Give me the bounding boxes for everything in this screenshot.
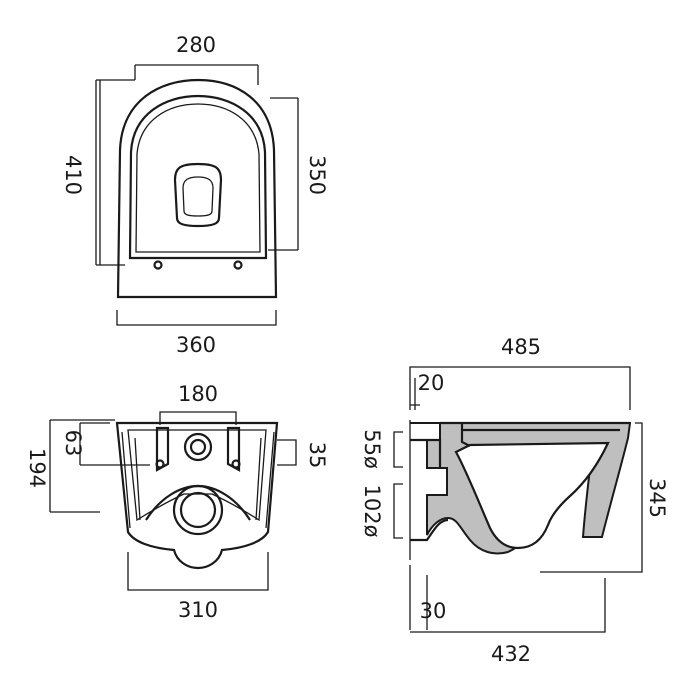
rear-view-plate [155, 426, 241, 472]
rear-view-cavity [127, 429, 267, 522]
dim-line-55 [393, 431, 403, 468]
dim-label-350: 350 [305, 155, 329, 195]
dim-line-410 [95, 79, 135, 266]
dim-label-345: 345 [645, 478, 669, 518]
dim-line-194 [49, 419, 115, 513]
dim-line-360 [116, 310, 277, 326]
dim-label-310: 310 [178, 598, 218, 622]
dim-line-310 [127, 552, 269, 591]
dim-line-280 [99, 64, 259, 265]
rear-view-wing-right [255, 431, 275, 529]
dim-label-180: 180 [178, 382, 218, 406]
top-view-fixing-hole-right [233, 260, 243, 270]
dim-line-345 [540, 422, 643, 573]
dim-line-35 [277, 439, 297, 466]
dim-label-410: 410 [61, 155, 85, 195]
rear-view-fixing-left [155, 459, 165, 469]
dim-line-63 [79, 422, 150, 466]
top-view-outlet-inner [182, 176, 214, 217]
dim-label-30: 30 [420, 599, 447, 623]
top-view-fixing-hole-left [153, 260, 163, 270]
dim-line-30 [409, 565, 428, 630]
top-view-seat-ring [128, 94, 268, 260]
dim-label-485: 485 [501, 335, 541, 359]
dim-label-280: 280 [176, 33, 216, 57]
rear-view-outlet-outer [172, 484, 224, 536]
rear-view-outlet-inner [179, 491, 217, 529]
side-view-bowl-interior [454, 441, 610, 550]
side-view-rim [440, 421, 630, 447]
rear-view-body [115, 421, 279, 570]
rear-view-fixing-right [231, 459, 241, 469]
top-view: 280 410 350 360 [61, 33, 329, 357]
dim-line-20 [410, 378, 420, 410]
dim-line-180 [159, 411, 237, 425]
dim-label-432: 432 [491, 642, 531, 666]
dim-line-350 [268, 97, 299, 251]
rear-view-outlet-shroud [145, 484, 251, 521]
rear-view: 180 63 194 35 310 [25, 382, 329, 622]
dim-label-63: 63 [61, 430, 85, 457]
side-view-outlet [410, 518, 449, 542]
side-view-inlet [410, 438, 442, 468]
top-view-bowl-outline [116, 78, 278, 299]
dim-label-20: 20 [418, 371, 445, 395]
dim-label-35: 35 [305, 442, 329, 469]
rear-view-inlet-inner [189, 438, 207, 456]
dim-line-102 [393, 483, 403, 539]
dim-line-432 [410, 578, 606, 633]
dim-label-360: 360 [176, 333, 216, 357]
dim-label-194: 194 [25, 448, 49, 488]
side-view: 485 20 55ø 102ø 345 30 432 [360, 335, 669, 666]
top-view-bowl-opening [135, 103, 261, 253]
top-view-outlet [173, 162, 223, 228]
dim-line-485 [409, 366, 631, 410]
dim-label-102: 102ø [360, 485, 384, 538]
rear-view-inlet-outer [183, 432, 213, 462]
rear-view-wing-left [121, 431, 141, 529]
dim-label-55: 55ø [360, 429, 384, 469]
